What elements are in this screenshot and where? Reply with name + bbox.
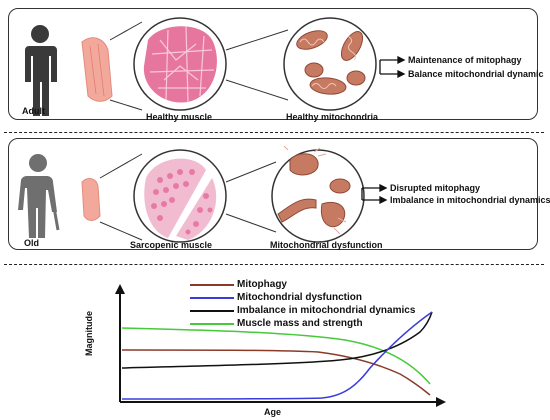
outcome-text: Imbalance in mitochondrial dynamics bbox=[390, 195, 550, 205]
sarcopenic-muscle-label: Sarcopenic muscle bbox=[130, 240, 213, 250]
dysfunction-curve bbox=[121, 311, 433, 400]
mitophagy-curve bbox=[121, 349, 431, 396]
legend-swatch bbox=[190, 296, 234, 299]
imbalance-curve bbox=[121, 311, 433, 369]
legend-label: Muscle mass and strength bbox=[237, 318, 363, 329]
healthy-muscle-label: Healthy muscle bbox=[146, 112, 213, 122]
sarcopenic-muscle-crosssection-icon bbox=[133, 149, 227, 243]
elderly-person-icon bbox=[18, 154, 60, 238]
legend-swatch bbox=[190, 283, 234, 286]
adult-label: Adult bbox=[22, 106, 45, 116]
healthy-mitochondria-label: Healthy mitochondria bbox=[286, 112, 379, 122]
mitochondrial-dysfunction-label: Mitochondrial dysfunction bbox=[270, 240, 383, 250]
legend-label: Mitophagy bbox=[237, 279, 287, 290]
sarcopenic-muscle-tissue-icon bbox=[81, 178, 101, 221]
outcome-text: Disrupted mitophagy bbox=[390, 183, 481, 193]
adult-outcome-arrows bbox=[379, 55, 406, 79]
legend-swatch bbox=[190, 322, 234, 325]
outcome-text: Maintenance of mitophagy bbox=[408, 55, 522, 65]
legend-item-muscle: Muscle mass and strength bbox=[190, 318, 363, 329]
healthy-muscle-crosssection-icon bbox=[133, 17, 227, 111]
healthy-mitochondria-icon bbox=[283, 17, 377, 111]
legend-label: Mitochondrial dysfunction bbox=[237, 292, 362, 303]
adult-person-icon bbox=[25, 25, 57, 116]
healthy-muscle-tissue-icon bbox=[81, 37, 113, 102]
section-divider bbox=[4, 264, 544, 265]
legend-item-mitophagy: Mitophagy bbox=[190, 279, 287, 290]
old-panel bbox=[8, 138, 538, 250]
legend-label: Imbalance in mitochondrial dynamics bbox=[237, 305, 416, 316]
muscle-mass-curve bbox=[121, 327, 431, 385]
section-divider bbox=[4, 132, 544, 133]
dysfunctional-mitochondria-icon bbox=[271, 145, 365, 243]
legend-swatch bbox=[190, 309, 234, 312]
graph-axes bbox=[115, 284, 446, 407]
y-axis-label: Magnitude bbox=[84, 311, 94, 356]
old-label: Old bbox=[24, 238, 39, 248]
x-axis-label: Age bbox=[264, 407, 282, 417]
legend-item-dysfunction: Mitochondrial dysfunction bbox=[190, 292, 362, 303]
legend-item-imbalance: Imbalance in mitochondrial dynamics bbox=[190, 305, 415, 316]
old-outcome-arrows bbox=[361, 183, 388, 205]
outcome-text: Balance mitochondrial dynamic bbox=[408, 69, 544, 79]
